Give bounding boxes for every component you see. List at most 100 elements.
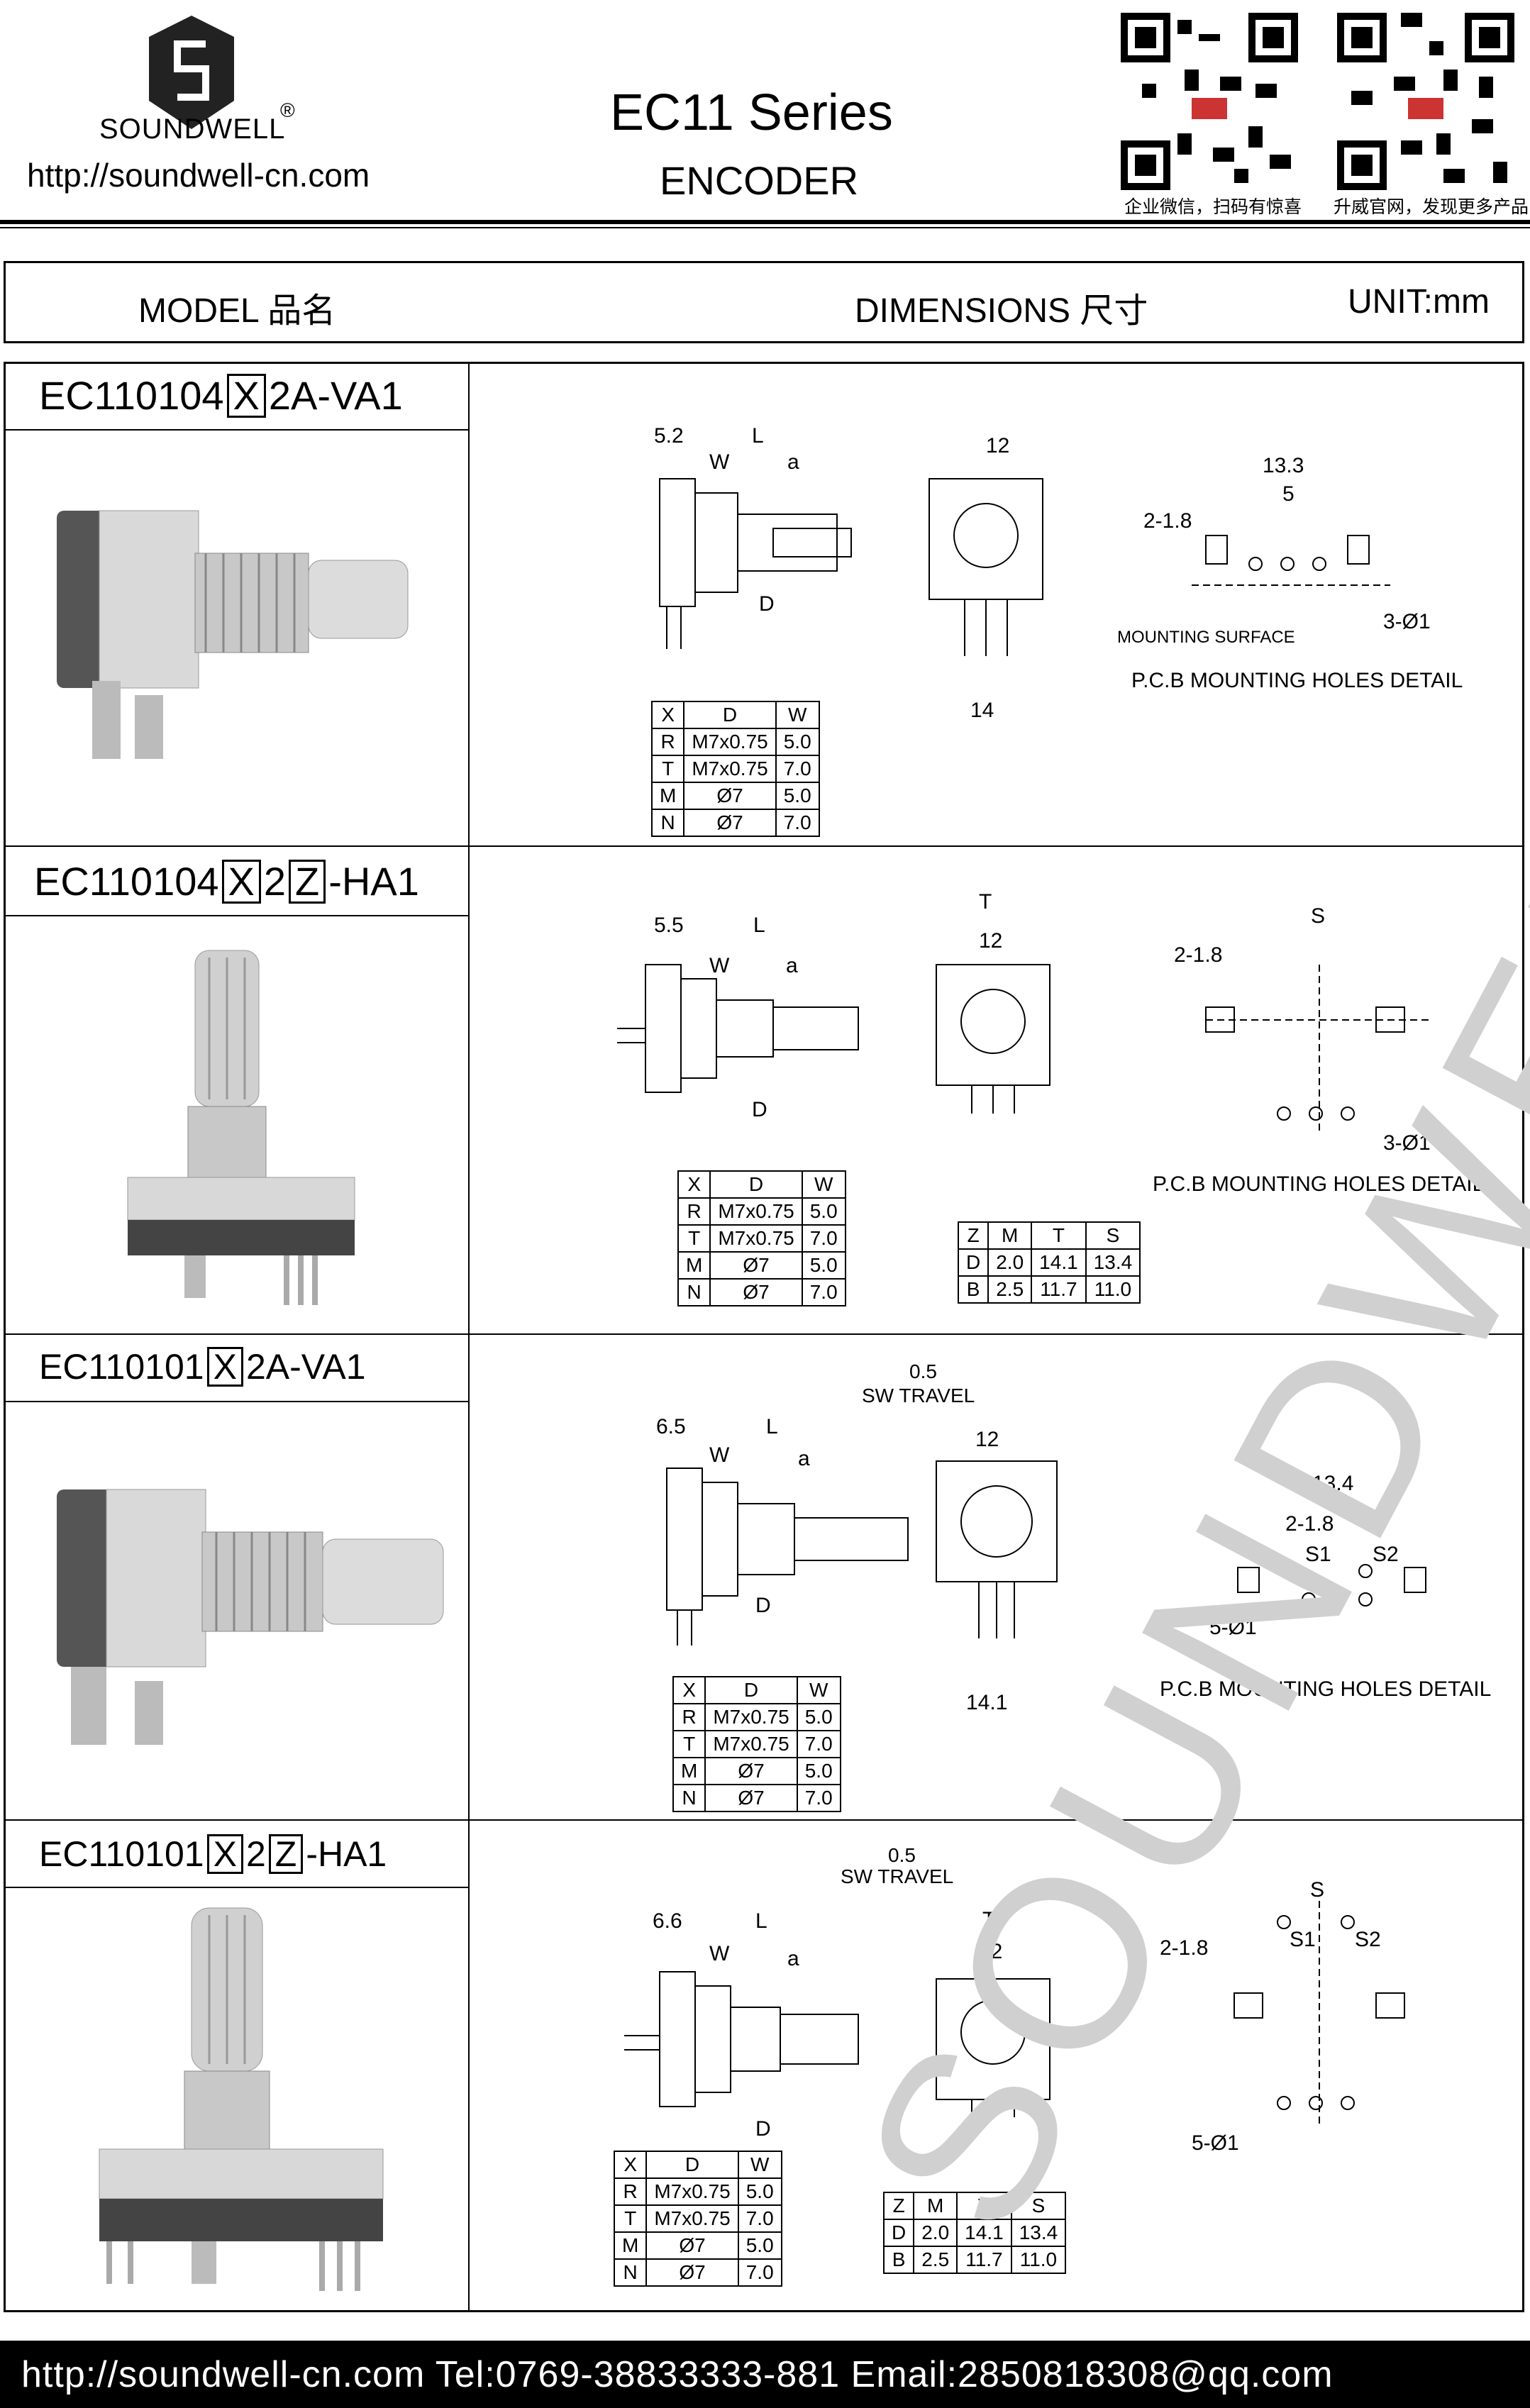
table-header-cell: M [913,2192,958,2220]
table-header-cell: D [709,1170,803,1199]
dim-label: D [759,592,775,616]
table-cell: Ø7 [683,782,777,810]
table-cell: T [672,1730,706,1758]
table-cell: 13.4 [1010,2219,1067,2247]
product-photo-1 [50,468,418,780]
table-cell: 2.0 [913,2219,958,2247]
table-header-cell: X [677,1170,711,1199]
dim-label: 2-1.8 [1143,509,1192,533]
header-website-link[interactable]: http://soundwell-cn.com [27,157,370,194]
dim-label: 3-Ø1 [1383,1131,1431,1155]
table-cell: 11.7 [1031,1275,1087,1304]
table-cell: 11.0 [1010,2246,1067,2274]
table-header-cell: D [645,2151,739,2179]
table-cell: Ø7 [645,2231,739,2260]
table-cell: 14.1 [1031,1248,1087,1277]
table-header-cell: W [775,701,820,729]
qr-code-wechat [1121,13,1298,190]
table-cell: 5.0 [775,782,820,810]
model-prefix: EC110101 [39,1347,204,1387]
registered-mark: ® [280,99,295,121]
table-cell: M7x0.75 [683,728,777,756]
table-header-cell: D [704,1676,798,1704]
table-cell: 7.0 [801,1278,846,1306]
dim-label: W [709,1443,730,1467]
dim-label: L [755,1909,767,1933]
table-cell: M7x0.75 [704,1730,798,1758]
table-header-cell: X [613,2151,648,2179]
dimension-drawing-2 [553,908,1504,1177]
dimension-drawing-3 [582,1390,1504,1688]
dim-label: 5 [1282,482,1295,506]
table-cell: R [650,728,685,756]
table-cell: 5.0 [737,2231,782,2260]
table-cell: N [650,809,685,837]
table-cell: Ø7 [704,1784,798,1812]
dim-label: 12 [979,929,1003,953]
table-header-cell: W [737,2151,782,2179]
table-header-cell: W [801,1170,846,1199]
dim-label: S [1310,1878,1325,1902]
table-cell: N [677,1278,711,1306]
table-cell: 7.0 [796,1730,841,1758]
table-cell: B [882,2246,915,2274]
sw-travel-label: SW TRAVEL [841,1865,954,1887]
table-cell: 7.0 [737,2258,782,2287]
dim-label: 6.6 [653,1909,682,1933]
product-table [4,362,1524,2312]
table-cell: T [613,2204,648,2233]
dim-label: W [709,954,730,977]
dim-label: 6.5 [656,1415,686,1438]
product-photo-3 [50,1461,454,1766]
footer-contact-text: http://soundwell-cn.com Tel:0769-3883333… [21,2353,1334,2395]
table-header-cell: W [796,1676,841,1704]
table-cell: 5.0 [801,1197,846,1226]
dim-label: 5.2 [654,424,684,448]
table-cell: Ø7 [709,1251,803,1280]
dim-label: 12 [986,434,1010,457]
dim-label: S1 [1305,1543,1331,1566]
table-cell: T [650,755,685,783]
table-cell: 2.5 [987,1275,1033,1304]
table-cell: M7x0.75 [645,2177,739,2206]
table-cell: 5.0 [796,1703,841,1731]
table-cell: M [650,782,685,810]
dim-label: S1 [1290,1928,1316,1951]
model-mid: 2 [245,1834,266,1874]
name-divider-3 [4,1401,468,1402]
table-cell: 7.0 [737,2204,782,2233]
dim-label: 0.5 [888,1844,916,1866]
table-header-cell: S [1085,1221,1141,1250]
dim-label: 2-1.8 [1174,943,1223,967]
table-header-cell: X [672,1676,706,1704]
product-photo-4 [85,1901,397,2305]
table-cell: 13.4 [1085,1248,1141,1277]
table-header-cell: T [1031,1221,1087,1250]
dim-label: 12 [975,1428,999,1451]
table-cell: 11.7 [956,2246,1012,2274]
dim-label: 14.1 [966,1691,1008,1714]
model-prefix: EC110101 [39,1834,204,1874]
table-header-cell: Z [957,1221,989,1250]
table-cell: B [957,1275,989,1304]
dim-label: D [752,1098,767,1121]
table-cell: N [672,1784,706,1812]
model-mid: 2 [263,859,287,904]
model-z-box: Z [268,1834,304,1874]
table-cell: Ø7 [709,1278,803,1306]
name-divider-1 [4,429,468,431]
dim-label: 13.3 [1263,454,1304,477]
table-header-cell: X [650,701,685,729]
dim-label: 0.5 [909,1360,937,1382]
dim-label: 5-Ø1 [1209,1616,1257,1639]
row-divider-3 [4,1819,1524,1821]
footer-contact-bar: http://soundwell-cn.com Tel:0769-3883333… [0,2341,1530,2408]
table-cell: D [882,2219,915,2247]
dim-label: L [766,1415,778,1438]
